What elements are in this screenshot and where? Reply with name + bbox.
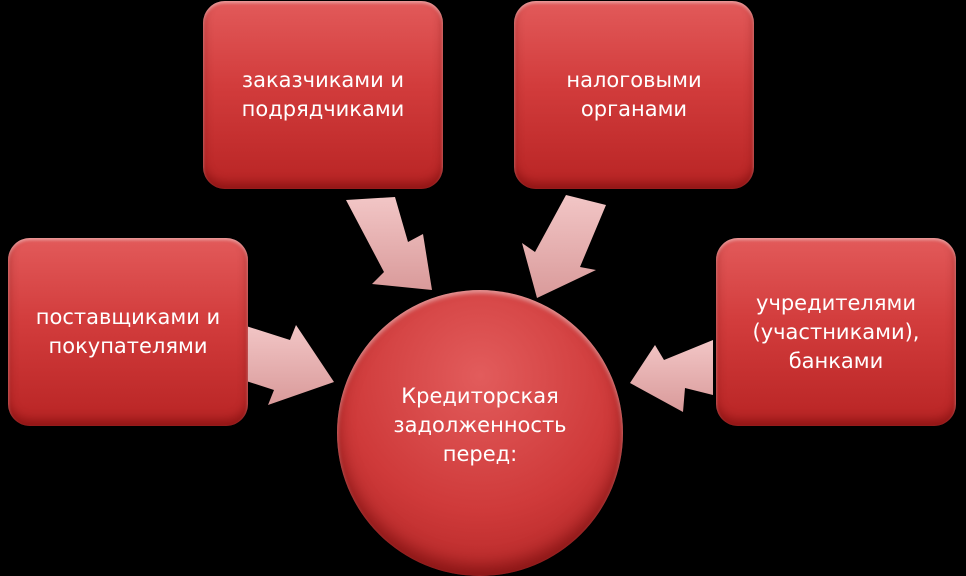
arrow-top-left bbox=[346, 197, 432, 290]
center-text: Кредиторская задолженность перед: bbox=[393, 384, 567, 466]
box-founders-text: учредителями (участниками), банками bbox=[752, 290, 920, 373]
arrow-top-right bbox=[522, 195, 606, 298]
box-suppliers-text: поставщиками и покупателями bbox=[35, 305, 221, 358]
arrow-right bbox=[630, 340, 713, 412]
box-customers: заказчиками и подрядчиками bbox=[203, 1, 443, 189]
arrows-layer bbox=[243, 195, 713, 412]
box-tax: налоговыми органами bbox=[514, 1, 754, 189]
center-circle: Кредиторская задолженность перед: bbox=[337, 290, 623, 576]
arrow-left bbox=[243, 325, 334, 405]
box-customers-text: заказчиками и подрядчиками bbox=[241, 68, 405, 121]
box-tax-text: налоговыми органами bbox=[566, 68, 702, 121]
box-founders: учредителями (участниками), банками bbox=[716, 238, 956, 426]
box-suppliers: поставщиками и покупателями bbox=[8, 238, 248, 426]
